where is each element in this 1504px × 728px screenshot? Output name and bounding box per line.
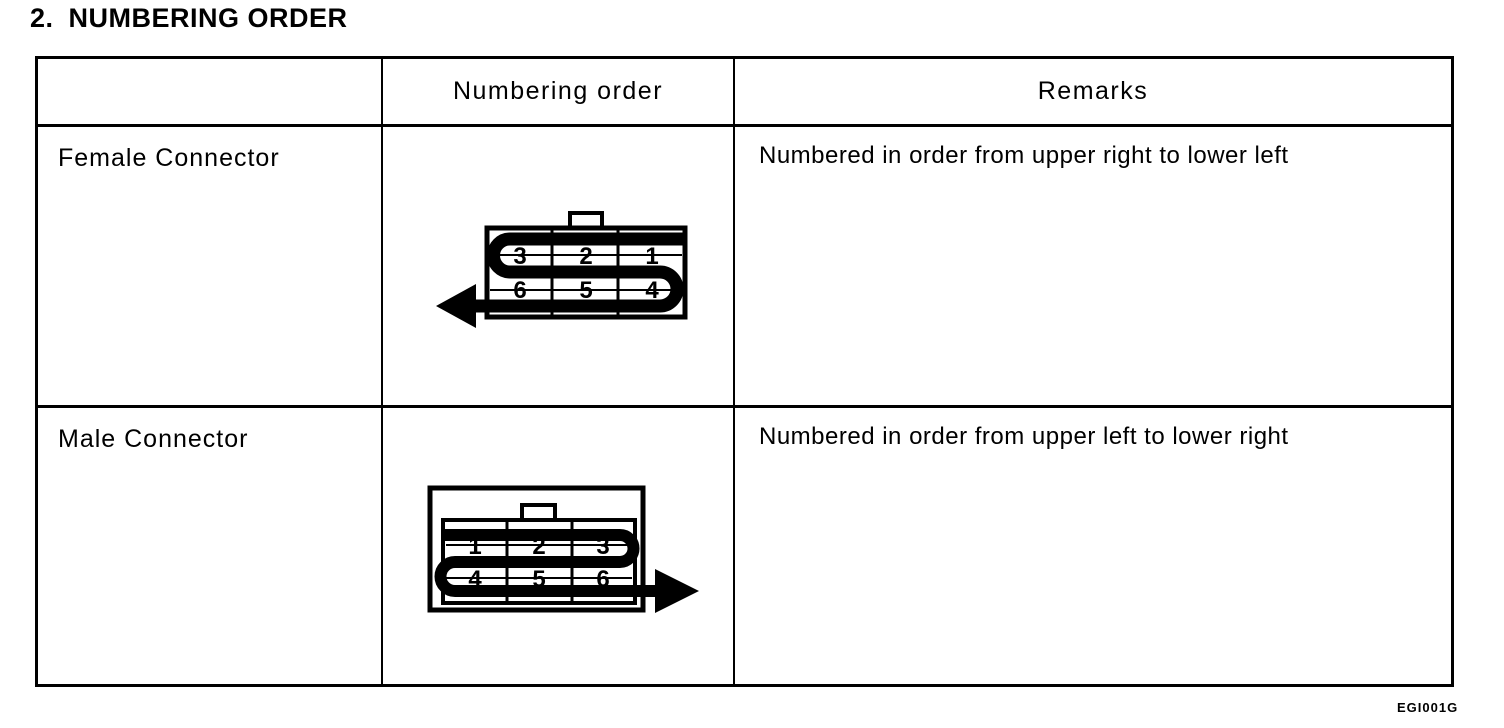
- connector-numbering-table: Numbering order Remarks Female Connector…: [35, 56, 1454, 687]
- arrowhead-right: [655, 569, 699, 613]
- pin-number: 3: [513, 243, 526, 270]
- female-connector-remark-cell: Numbered in order from upper right to lo…: [735, 127, 1451, 408]
- female-connector-diagram-cell: [383, 127, 735, 408]
- pin-number: 1: [645, 243, 658, 270]
- header-remarks-label: Remarks: [1037, 77, 1149, 105]
- male-connector-label: Male Connector: [58, 425, 249, 453]
- row-label-female-connector: Female Connector: [38, 127, 383, 408]
- pin-number: 6: [513, 277, 526, 304]
- header-remarks: Remarks: [735, 59, 1451, 127]
- section-number: 2.: [30, 3, 54, 33]
- row-label-male-connector: Male Connector: [38, 408, 383, 684]
- male-connector-diagram-cell: [383, 408, 735, 684]
- figure-code: EGI001G: [1397, 700, 1459, 715]
- header-numbering-order-label: Numbering order: [452, 77, 664, 105]
- header-numbering-order: Numbering order: [383, 59, 735, 127]
- male-connector-figure: 1 2 3 4 5 6: [427, 485, 699, 613]
- female-connector-remark: Numbered in order from upper right to lo…: [759, 142, 1289, 169]
- serpentine-arrow-right-icon: [434, 529, 699, 613]
- pin-number: 2: [579, 243, 592, 270]
- pin-number: 5: [579, 277, 592, 304]
- male-connector-remark-cell: Numbered in order from upper left to low…: [735, 408, 1451, 684]
- pin-number: 4: [645, 277, 659, 304]
- arrowhead-left: [436, 284, 476, 328]
- female-connector-label: Female Connector: [58, 144, 280, 172]
- section-title: NUMBERING ORDER: [68, 3, 348, 33]
- female-connector-figure: 3 2 1 6 5 4: [436, 211, 688, 328]
- section-heading: 2. NUMBERING ORDER: [30, 3, 348, 34]
- serpentine-arrow-left-icon: [436, 232, 685, 328]
- table-corner-cell: [38, 59, 383, 127]
- male-connector-remark: Numbered in order from upper left to low…: [759, 423, 1289, 450]
